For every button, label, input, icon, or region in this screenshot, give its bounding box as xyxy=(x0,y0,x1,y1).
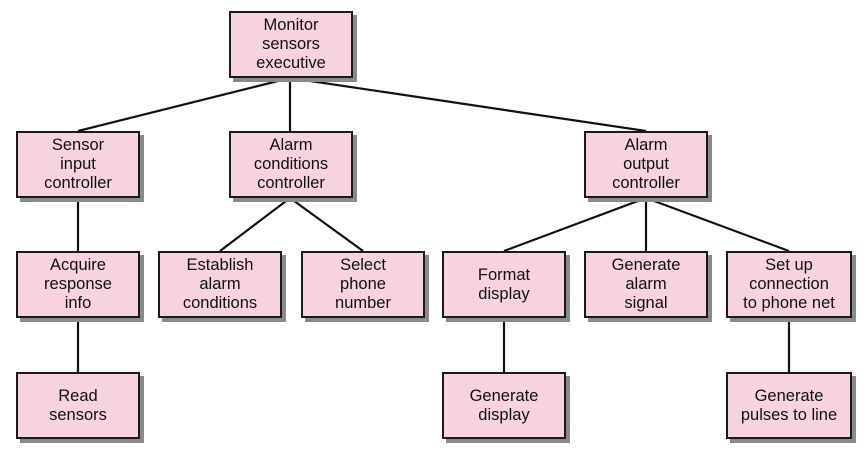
edge-monitor-sensor-input xyxy=(77,76,291,133)
node-establish-alarm-conditions: Establish alarm conditions xyxy=(158,251,282,318)
node-read-sensors: Read sensors xyxy=(16,372,140,439)
node-acquire-response-info: Acquire response info xyxy=(16,251,140,318)
node-sensor-input-controller: Sensor input controller xyxy=(16,131,140,198)
edge-monitor-alarm-output xyxy=(289,76,647,133)
node-select-phone-number: Select phone number xyxy=(301,251,425,318)
edge-alarm-conditions-establish xyxy=(219,197,291,252)
node-generate-display: Generate display xyxy=(442,372,566,439)
node-alarm-output-controller: Alarm output controller xyxy=(584,131,708,198)
node-monitor-sensors-executive: Monitor sensors executive xyxy=(229,11,353,78)
edge-alarm-output-setup-connection xyxy=(645,196,790,253)
node-generate-pulses-to-line: Generate pulses to line xyxy=(726,372,852,439)
edge-alarm-conditions-select-phone xyxy=(289,197,364,252)
node-alarm-conditions-controller: Alarm conditions controller xyxy=(229,131,353,198)
edge-alarm-output-format xyxy=(503,196,647,253)
node-generate-alarm-signal: Generate alarm signal xyxy=(584,251,708,318)
node-set-up-connection: Set up connection to phone net xyxy=(726,251,852,318)
node-format-display: Format display xyxy=(442,251,566,318)
